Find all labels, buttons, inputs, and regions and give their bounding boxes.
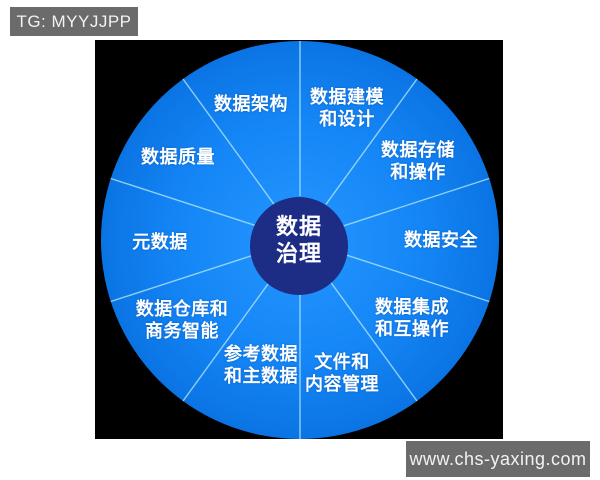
wheel-divider-line [182,275,275,402]
watermark-top-left-text: TG: MYYJJPP [16,11,132,31]
watermark-badge-bottom-right: www.chs-yaxing.com [406,441,590,477]
wheel-divider-line [182,78,275,205]
watermark-badge-top-left: TG: MYYJJPP [10,7,138,36]
wheel-divider-line [110,252,259,303]
wheel-divider-line [341,252,490,303]
wheel-divider-line [325,78,418,205]
wheel-divider-line [110,177,259,228]
wheel-divider-lines [110,41,490,439]
watermark-bottom-right-text: www.chs-yaxing.com [409,448,587,469]
wheel-divider-line [325,275,418,402]
wheel-divider-line [341,177,490,228]
wheel-center-label: 数据 治理 [275,214,323,266]
wheel-center-circle [250,197,348,295]
